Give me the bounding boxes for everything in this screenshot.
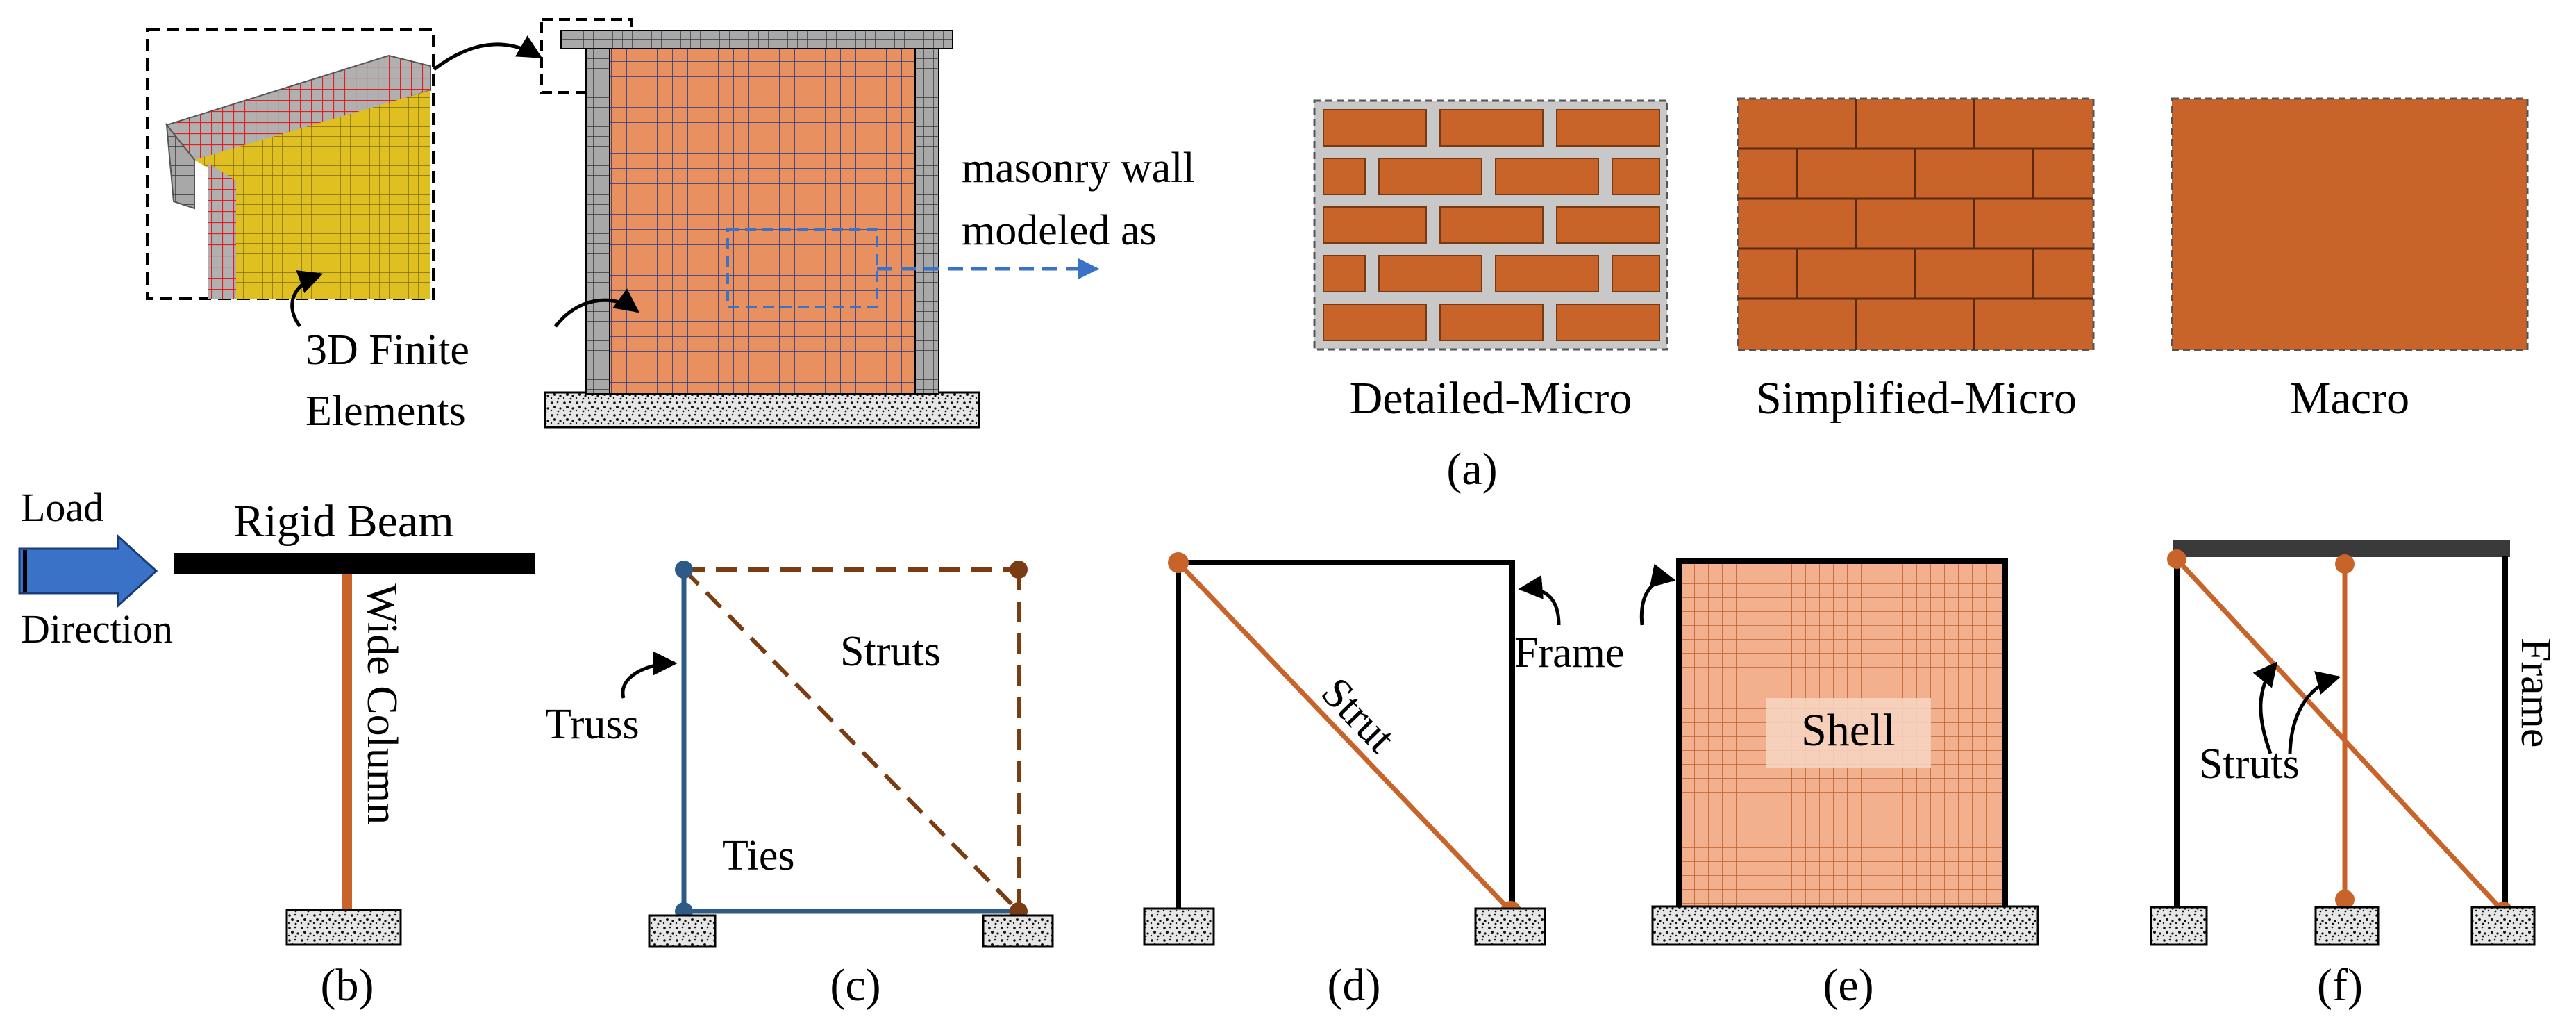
panel-f: Struts Frame (f) bbox=[2150, 540, 2559, 1011]
frame-label: Frame bbox=[1514, 629, 1624, 677]
frame-arrow-e bbox=[1639, 563, 1676, 626]
fe-arrow-inset bbox=[290, 270, 324, 328]
label-detailed-micro: Detailed-Micro bbox=[1350, 373, 1632, 424]
base-middle bbox=[2314, 906, 2380, 946]
frame-label: Frame bbox=[2512, 638, 2559, 747]
struts-arrow-1 bbox=[2252, 661, 2278, 754]
panel-e: Shell (e) bbox=[1639, 558, 2039, 1011]
annotation-fe-line1: 3D Finite bbox=[306, 326, 469, 374]
label-macro: Macro bbox=[2290, 373, 2409, 424]
struts-label: Struts bbox=[840, 628, 941, 675]
top-beam bbox=[2173, 540, 2510, 557]
frame-arrow-d bbox=[1518, 574, 1561, 626]
strut-diagonal bbox=[2175, 557, 2505, 913]
shell-base bbox=[1651, 905, 2039, 946]
shell-label-box bbox=[1766, 698, 1931, 768]
base-left bbox=[2150, 906, 2208, 946]
shell-label: Shell bbox=[1801, 705, 1896, 756]
macro-block bbox=[2171, 97, 2529, 351]
rigid-beam-label: Rigid Beam bbox=[233, 496, 453, 547]
panel-c: Struts Truss Ties (c) bbox=[545, 561, 1054, 1011]
truss-arrow bbox=[621, 651, 678, 699]
base-right bbox=[1474, 907, 1546, 946]
label-simplified-micro: Simplified-Micro bbox=[1756, 373, 2077, 424]
masonry-wall-model bbox=[544, 30, 980, 429]
base-left bbox=[648, 914, 717, 948]
rigid-beam bbox=[174, 553, 535, 574]
load-label: Load bbox=[21, 485, 103, 530]
fe-arrow-wall bbox=[554, 288, 639, 328]
caption-f: (f) bbox=[2317, 960, 2363, 1011]
frame bbox=[1176, 560, 1515, 911]
wall-detail-box bbox=[726, 228, 878, 308]
diagonal-strut bbox=[682, 567, 1021, 913]
direction-label: Direction bbox=[21, 606, 173, 652]
base-right bbox=[2470, 906, 2536, 946]
truss-label: Truss bbox=[545, 701, 639, 748]
panel-b: Load Direction Rigid Beam Wide Column (b… bbox=[18, 485, 535, 1011]
base-left bbox=[1143, 907, 1215, 946]
base-right bbox=[982, 914, 1054, 948]
panel-a: masonry wall modeled as 3D Finite Elemen… bbox=[146, 18, 2529, 495]
simplified-micro-bricks bbox=[1737, 97, 2095, 351]
annotation-fe-line2: Elements bbox=[306, 388, 466, 435]
ties-label: Ties bbox=[722, 832, 795, 879]
caption-e: (e) bbox=[1823, 960, 1873, 1011]
annotation-wall-line2: modeled as bbox=[962, 207, 1157, 254]
load-direction-arrow bbox=[18, 533, 158, 608]
caption-c: (c) bbox=[830, 960, 880, 1011]
struts-arrow-2 bbox=[2288, 671, 2341, 754]
strut-label: Strut bbox=[1312, 668, 1405, 761]
caption-d: (d) bbox=[1328, 960, 1381, 1011]
caption-b: (b) bbox=[321, 960, 374, 1011]
zoom-arrow bbox=[433, 35, 543, 71]
panel-d: Strut Frame (d) bbox=[1143, 552, 1624, 1011]
wide-column-label: Wide Column bbox=[358, 583, 405, 824]
annotation-wall-line1: masonry wall bbox=[962, 144, 1195, 192]
caption-a: (a) bbox=[1446, 444, 1497, 495]
fe-zoom-inset bbox=[146, 28, 435, 300]
detailed-micro-bricks bbox=[1313, 99, 1668, 351]
strut bbox=[1176, 561, 1513, 913]
struts-label: Struts bbox=[2199, 740, 2300, 788]
column-base bbox=[285, 909, 402, 946]
